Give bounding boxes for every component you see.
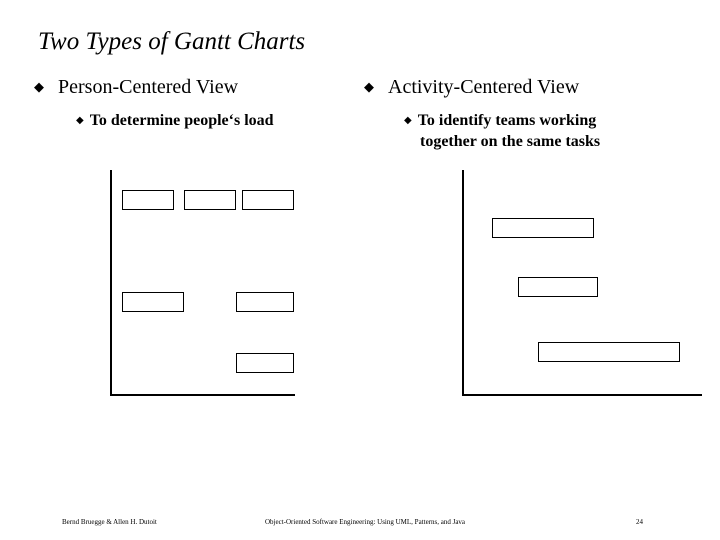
slide-title: Two Types of Gantt Charts (38, 28, 306, 55)
sub-label: To determine people‘s load (89, 112, 274, 129)
gantt-bar (538, 342, 680, 362)
right-chart-x-axis (462, 394, 702, 396)
diamond-icon: ◆ (364, 79, 374, 94)
gantt-bar (492, 218, 594, 238)
gantt-bar (122, 190, 174, 210)
sub-label: To identify teams working (417, 112, 597, 129)
left-chart-x-axis (110, 394, 295, 396)
footer-authors: Bernd Bruegge & Allen H. Dutoit (62, 518, 157, 526)
gantt-bar (518, 277, 598, 297)
square-icon: ◆ (76, 115, 84, 126)
gantt-bar (242, 190, 294, 210)
sub-bullet-right-line2: together on the same tasks (420, 133, 601, 150)
gantt-bar (184, 190, 236, 210)
footer-book-title: Object-Oriented Software Engineering: Us… (265, 518, 466, 526)
gantt-bar (236, 353, 294, 373)
sub-bullet-right: ◆ To identify teams working (404, 110, 596, 133)
left-chart-y-axis (110, 170, 112, 395)
bullet-label: Activity-Centered View (388, 76, 580, 98)
bullet-person-centered: ◆ Person-Centered View (34, 76, 238, 99)
sub-bullet-left: ◆ To determine people‘s load (76, 110, 274, 133)
diamond-icon: ◆ (34, 79, 44, 94)
bullet-label: Person-Centered View (58, 76, 239, 98)
square-icon: ◆ (404, 115, 412, 126)
gantt-bar (122, 292, 184, 312)
bullet-activity-centered: ◆ Activity-Centered View (364, 76, 579, 99)
right-chart-y-axis (462, 170, 464, 395)
gantt-bar (236, 292, 294, 312)
footer-page-number: 24 (636, 518, 643, 526)
